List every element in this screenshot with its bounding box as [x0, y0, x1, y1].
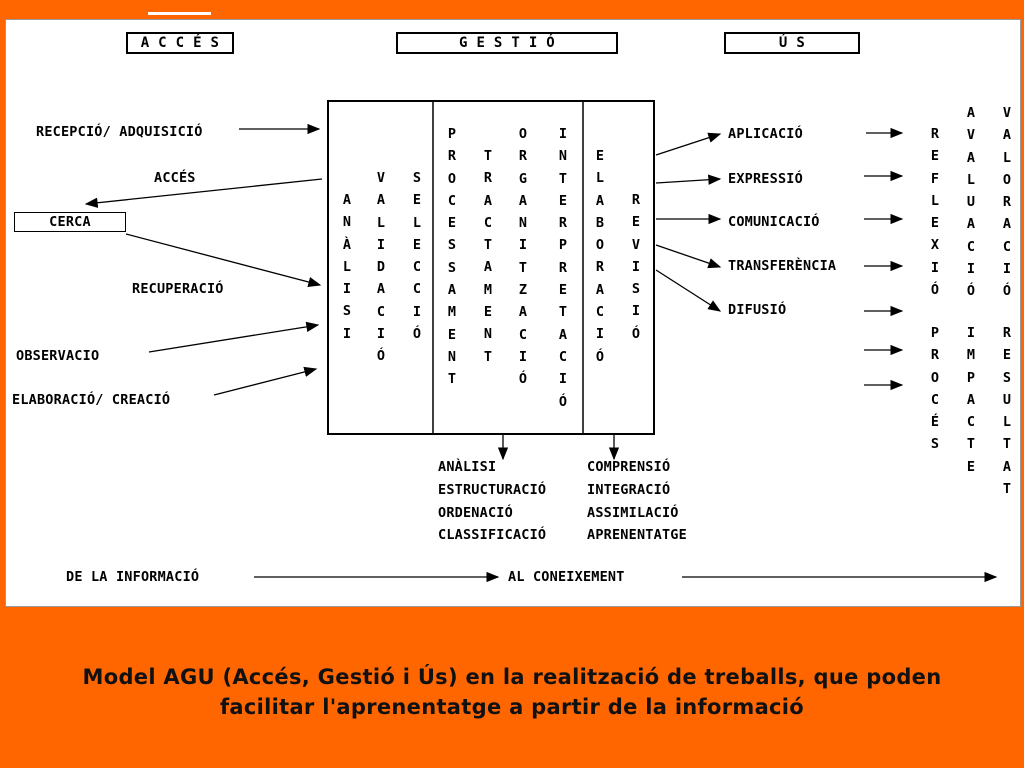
label-expressio: EXPRESSIÓ	[728, 171, 803, 187]
label-recuperacio: RECUPERACIÓ	[132, 281, 224, 297]
header-acces: A C C É S	[126, 32, 234, 54]
arrow-observacio	[148, 321, 320, 353]
slide-caption: Model AGU (Accés, Gestió i Ús) en la rea…	[60, 662, 964, 722]
diagram-lines	[84, 100, 998, 583]
col-validacio: VALIDACIÓ	[376, 170, 386, 365]
cerca-box: CERCA	[14, 212, 126, 232]
col-revisio: REVISIÓ	[631, 192, 641, 342]
label-transferencia: TRANSFERÈNCIA	[728, 258, 837, 274]
label-difusio: DIFUSIÓ	[728, 302, 787, 318]
diagram-area: A C C É S G E S T I Ó Ú S RECEPCIÓ/ ADQU…	[5, 19, 1021, 607]
divider-bar	[0, 612, 1024, 614]
header-gestio: G E S T I Ó	[396, 32, 618, 54]
central-box	[327, 100, 655, 435]
col-reflexio: REFLEXIÓ	[930, 126, 940, 299]
arrow-recuperacio	[125, 233, 322, 288]
col-valoracio: VALORACIÓ	[1002, 105, 1012, 300]
col-analisi: ANÀLISI	[342, 192, 352, 342]
below-right-0: COMPRENSIÓ	[587, 459, 671, 475]
col-resultat: RESULTAT	[1002, 325, 1012, 498]
arrow-acces	[84, 178, 323, 208]
label-observacio: OBSERVACIO	[16, 348, 100, 364]
label-comunicacio: COMUNICACIÓ	[728, 214, 820, 230]
col-tractament: TRACTAMENT	[483, 148, 493, 365]
col-interpretacio: INTERPRETACIÓ	[558, 126, 568, 410]
label-recepcio: RECEPCIÓ/ ADQUISICIÓ	[36, 124, 203, 140]
caption-line-2: facilitar l'aprenentatge a partir de la …	[219, 695, 805, 719]
below-right-1: INTEGRACIÓ	[587, 482, 671, 498]
top-stub	[148, 12, 211, 15]
below-left-0: ANÀLISI	[438, 459, 497, 475]
below-right-2: ASSIMILACIÓ	[587, 505, 679, 521]
col-avaluacio: AVALUACIÓ	[966, 105, 976, 300]
arrow-elaboracio	[213, 366, 318, 396]
arrow-expressio	[655, 174, 722, 185]
below-left-1: ESTRUCTURACIÓ	[438, 482, 547, 498]
below-left-2: ORDENACIÓ	[438, 505, 513, 521]
arrow-aplicacio	[655, 132, 722, 156]
label-elaboracio-creacio: ELABORACIÓ/ CREACIÓ	[12, 392, 171, 408]
header-us: Ú S	[724, 32, 860, 54]
label-al-coneixement: AL CONEIXEMENT	[508, 569, 625, 585]
col-proces: PROCÉS	[930, 325, 940, 453]
col-impacte: IMPACTE	[966, 325, 976, 475]
arrow-transferencia	[655, 244, 722, 269]
col-seleccio: SELECCIÓ	[412, 170, 422, 343]
below-right-3: APRENENTATGE	[587, 527, 687, 543]
below-left-3: CLASSIFICACIÓ	[438, 527, 547, 543]
label-aplicacio: APLICACIÓ	[728, 126, 803, 142]
col-organitzacio: ORGANITZACIÓ	[518, 126, 528, 388]
col-processament: PROCESSAMENT	[447, 126, 457, 388]
label-acces: ACCÉS	[154, 170, 196, 186]
col-elaboracio: ELABORACIÓ	[595, 148, 605, 365]
arrow-difusio	[655, 269, 722, 312]
caption-line-1: Model AGU (Accés, Gestió i Ús) en la rea…	[82, 665, 942, 689]
label-de-la-informacio: DE LA INFORMACIÓ	[66, 569, 200, 585]
